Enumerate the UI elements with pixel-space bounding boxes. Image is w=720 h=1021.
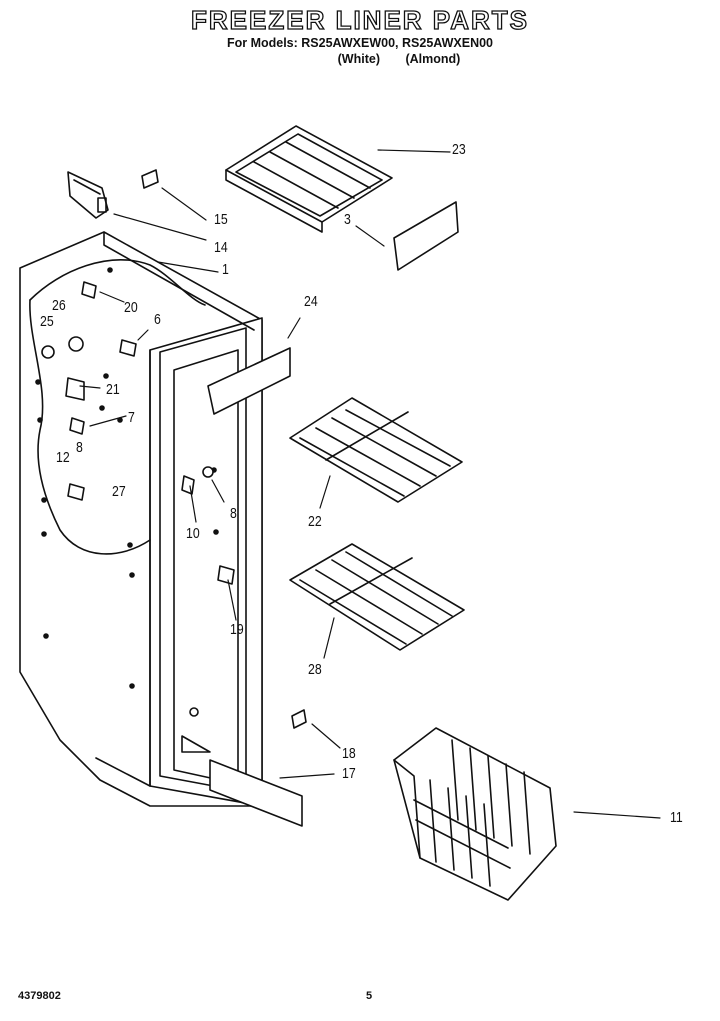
callout-20: 20 xyxy=(124,299,138,316)
diagram-title: FREEZER LINER PARTS xyxy=(190,5,529,35)
part-22-wire-shelf xyxy=(289,397,463,503)
callout-24: 24 xyxy=(304,293,318,310)
model-colors: (White) (Almond) xyxy=(0,51,720,67)
callout-10: 10 xyxy=(186,525,200,542)
callout-27: 27 xyxy=(112,483,126,500)
callout-6: 6 xyxy=(154,311,161,328)
footer-page-number: 5 xyxy=(366,990,373,1002)
callout-8b: 8 xyxy=(230,505,237,522)
callout-26: 26 xyxy=(52,297,66,314)
callout-11: 11 xyxy=(670,809,683,826)
part-3-tray xyxy=(393,201,459,271)
callout-3: 3 xyxy=(344,211,351,228)
callout-15: 15 xyxy=(214,211,228,228)
callout-22: 22 xyxy=(308,513,322,530)
part-23-tray xyxy=(225,125,393,233)
callout-19: 19 xyxy=(230,621,244,638)
part-28-wire-shelf xyxy=(289,543,465,651)
part-11-basket xyxy=(393,727,557,901)
callout-8a: 8 xyxy=(76,439,83,456)
small-components xyxy=(41,169,307,729)
color-almond-label: (Almond) xyxy=(405,52,461,66)
callout-28: 28 xyxy=(308,661,322,678)
footer-part-number: 4379802 xyxy=(18,990,61,1002)
part-24-bracket xyxy=(207,347,291,415)
callout-12: 12 xyxy=(56,449,70,466)
callout-23: 23 xyxy=(452,141,466,158)
freezer-liner-body xyxy=(19,231,263,807)
callout-25: 25 xyxy=(40,313,54,330)
leader-lines xyxy=(79,149,661,819)
diagram-header: FREEZER LINER PARTS For Models: RS25AWXE… xyxy=(0,5,720,67)
callout-1: 1 xyxy=(222,261,229,278)
color-white-label: (White) xyxy=(337,52,380,66)
callout-18: 18 xyxy=(342,745,356,762)
callout-17: 17 xyxy=(342,765,356,782)
callout-21: 21 xyxy=(106,381,120,398)
callout-7: 7 xyxy=(128,409,135,426)
callout-14: 14 xyxy=(214,239,228,256)
model-numbers: For Models: RS25AWXEW00, RS25AWXEN00 xyxy=(226,36,494,50)
part-17-rail xyxy=(209,759,303,827)
